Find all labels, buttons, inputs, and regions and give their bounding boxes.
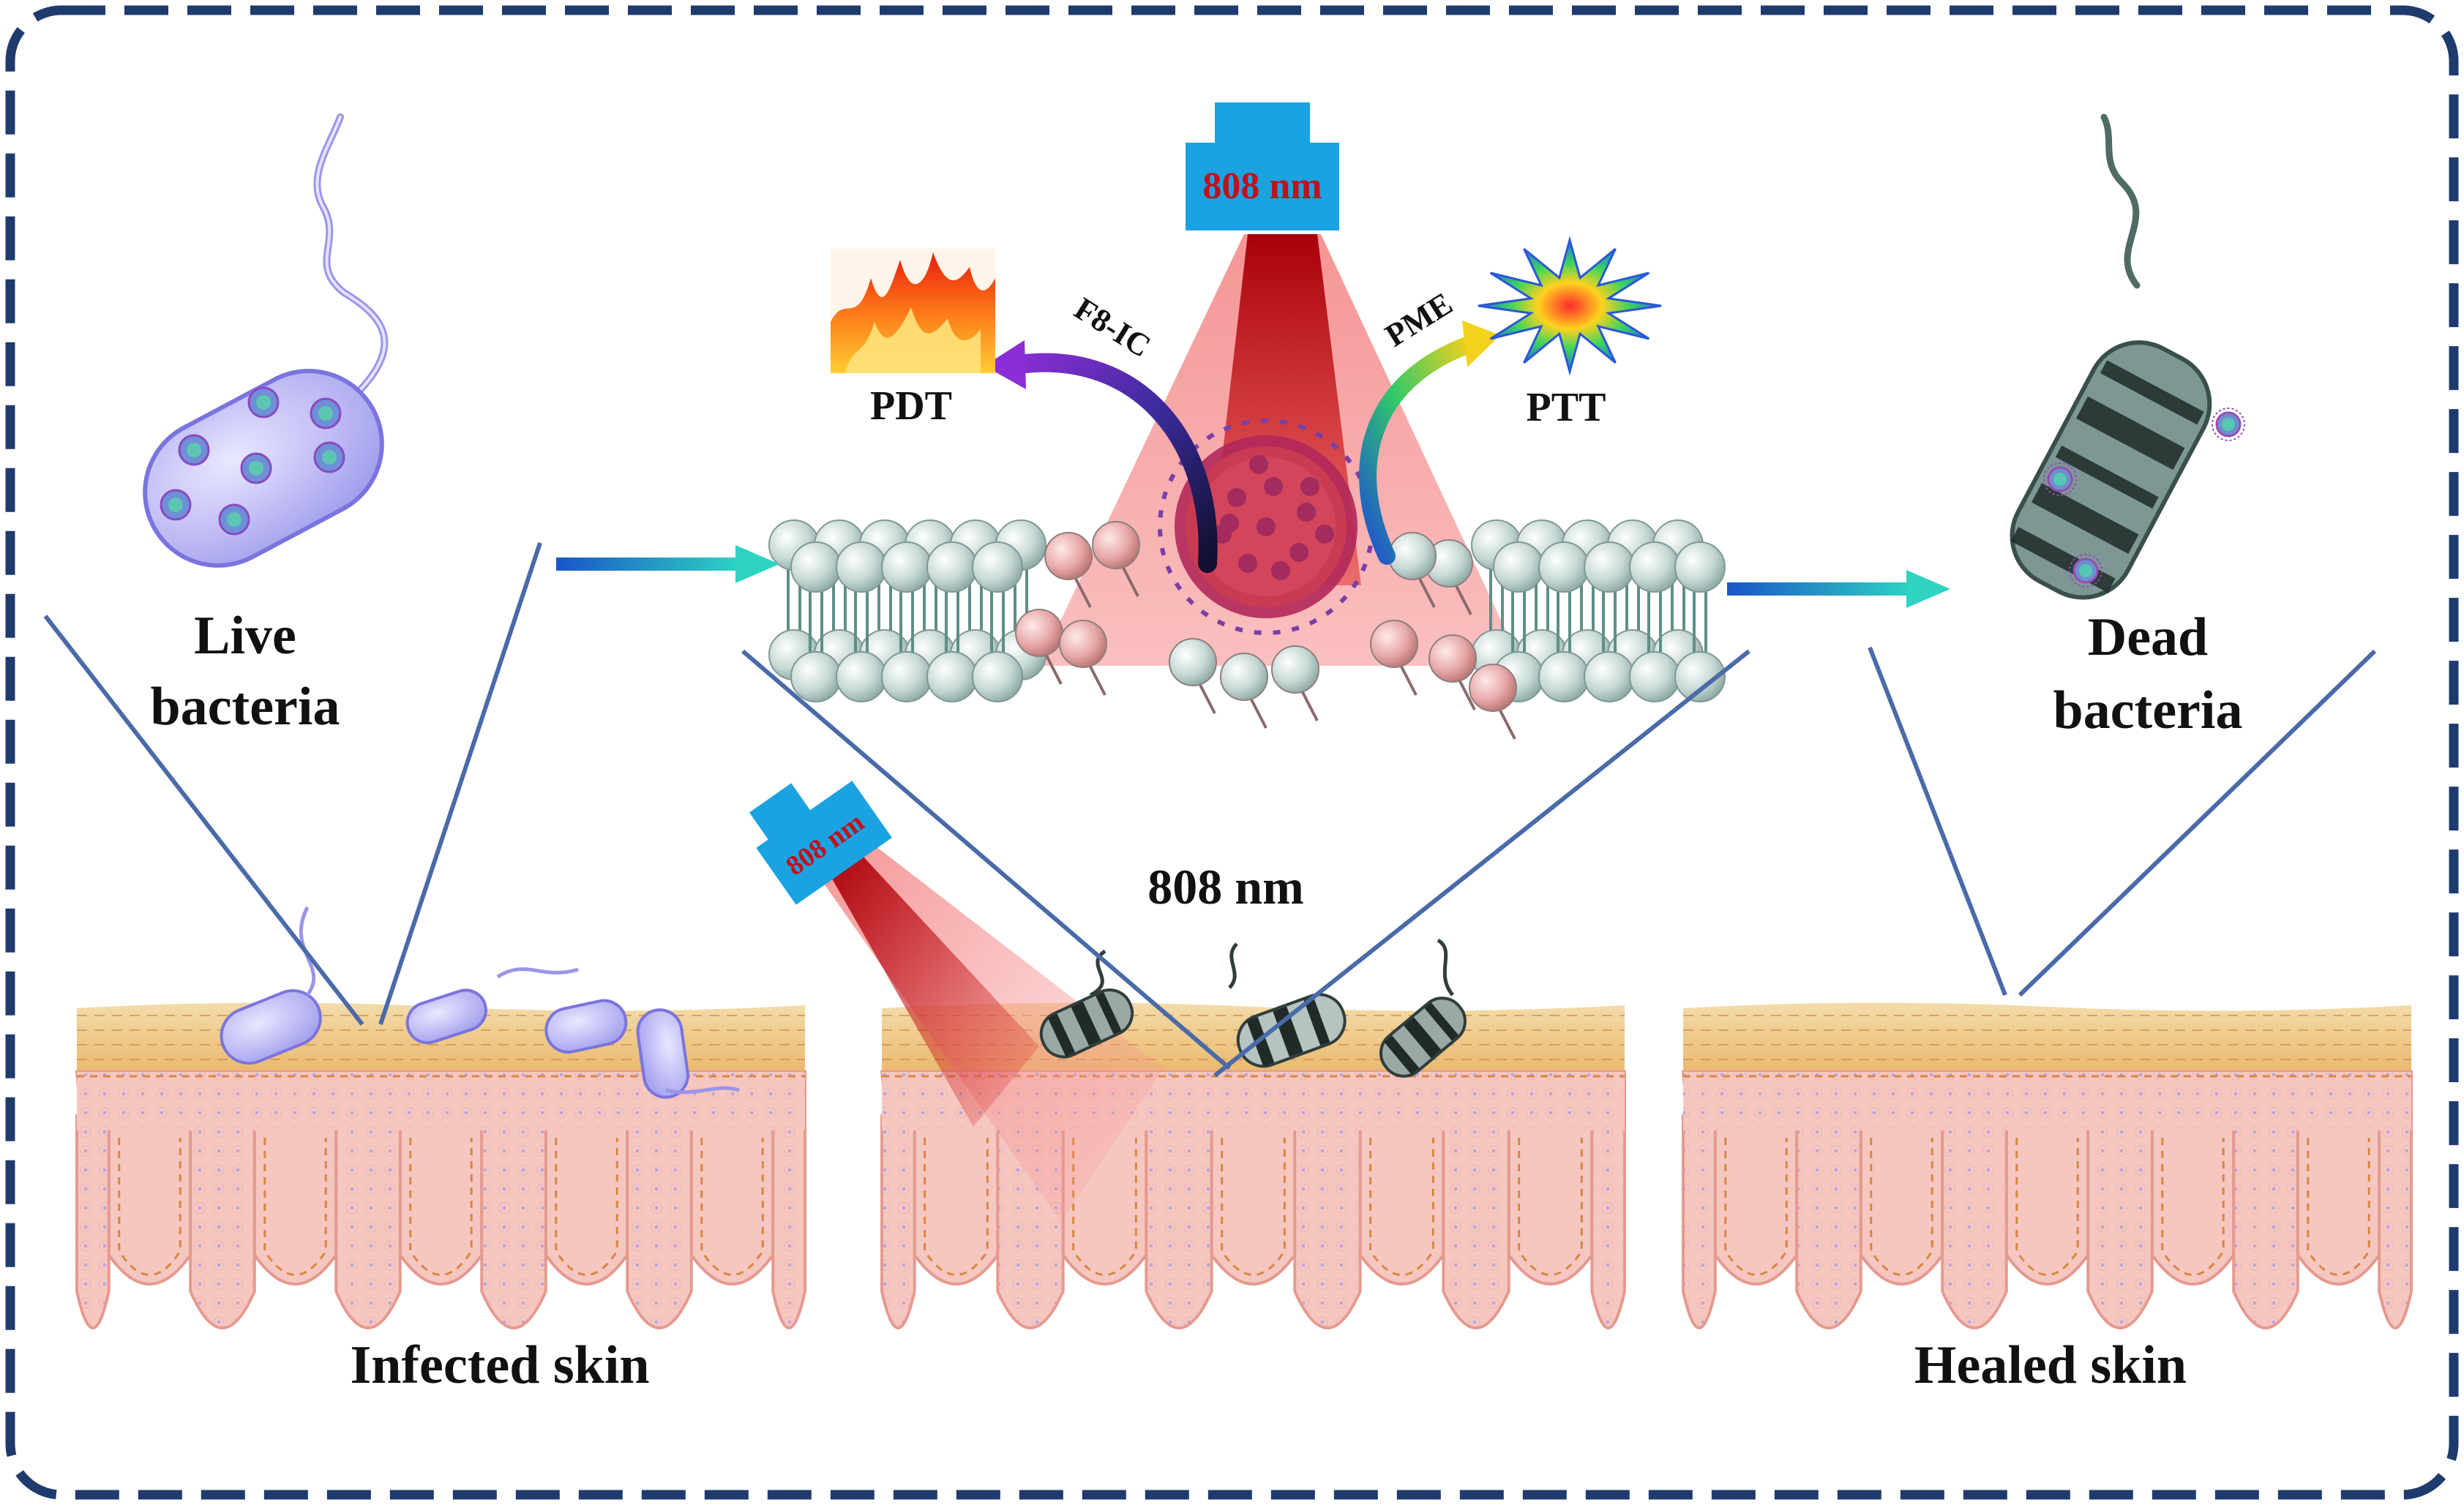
arrow-membrane-to-dead [1727, 570, 1950, 608]
pdt-label: PDT [870, 383, 952, 429]
live-bacterium-illustration [143, 113, 389, 568]
dead-bacteria-label-line2: bacteria [2053, 680, 2243, 740]
laser-center-label: 808 nm [1147, 859, 1303, 915]
bacteria-on-infected-skin [220, 906, 740, 1099]
laser-top-label: 808 nm [1202, 165, 1322, 207]
fire-icon [831, 249, 995, 373]
live-bacteria-label-line1: Live [194, 606, 296, 666]
pdt-arrow [1000, 353, 1218, 573]
dead-bacteria-label-line1: Dead [2088, 607, 2208, 667]
starburst-icon [1478, 236, 1662, 376]
skin-panel-treated [880, 1002, 1626, 1329]
dead-bacterium-illustration [2010, 113, 2246, 600]
healed-skin-label: Healed skin [1914, 1335, 2187, 1395]
ptt-arrowhead [1462, 320, 1500, 367]
arrow-live-to-membrane [556, 545, 779, 583]
top-laser-head: 808 nm [1186, 102, 1339, 230]
lipid-bilayer [768, 519, 1726, 740]
ptt-arrow [1359, 335, 1480, 565]
live-bacteria-label-line2: bacteria [151, 677, 340, 737]
ptt-label: PTT [1527, 385, 1606, 430]
infected-skin-label: Infected skin [350, 1335, 649, 1395]
skin-panel-healed [1681, 1002, 2413, 1329]
connector-lines [43, 542, 2377, 1078]
small-laser-beam [812, 834, 1164, 1222]
pdt-arrowhead [984, 340, 1026, 389]
